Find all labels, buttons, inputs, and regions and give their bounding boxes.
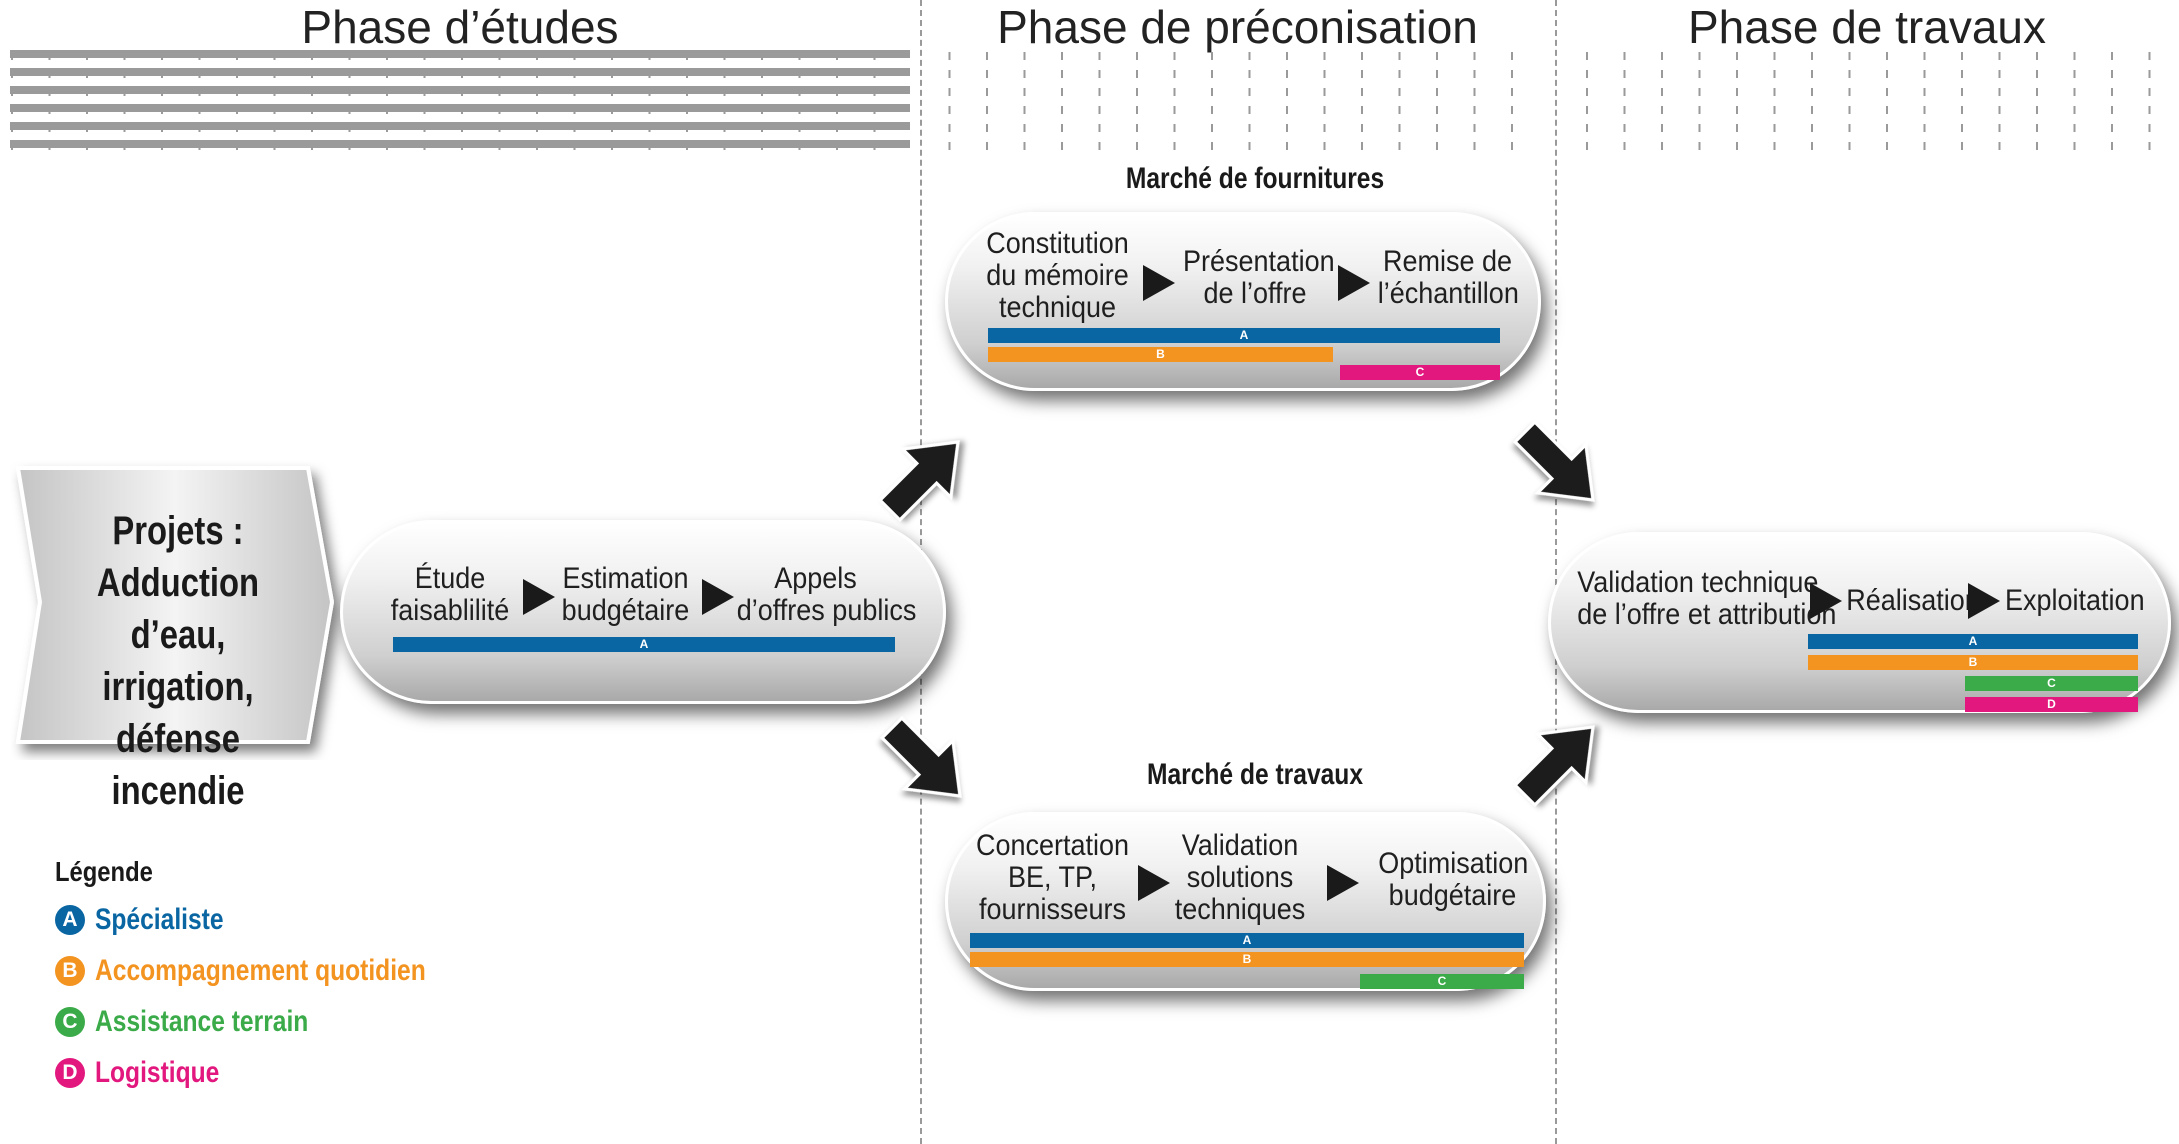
travaux-phase-bar-a: A — [1808, 634, 2138, 649]
travaux-phase-bar-d: D — [1965, 697, 2138, 712]
legend-label-c: Assistance terrain — [95, 1005, 309, 1038]
phase-title-preconisation: Phase de préconisation — [997, 1, 1478, 53]
travaux-phase-bar-c: C — [1965, 676, 2138, 691]
projets-line-4: incendie — [111, 769, 245, 813]
fournitures-arrow-1 — [1143, 265, 1175, 301]
legend-item-b: B Accompagnement quotidien — [55, 954, 498, 988]
legend-badge-d: D — [55, 1058, 85, 1088]
legend-item-a: A Spécialiste — [55, 903, 252, 937]
travaux-phase-step-3: Exploitation — [2005, 584, 2145, 617]
legend-label-d: Logistique — [95, 1056, 220, 1089]
legend-label-a: Spécialiste — [95, 903, 224, 936]
projets-label: Projets : Adduction d’eau, irrigation, d… — [55, 505, 301, 817]
travaux-phase-bar-b: B — [1808, 655, 2138, 670]
travaux-phase-arrow-1 — [1810, 583, 1842, 619]
travaux-phase-arrow-2 — [1968, 583, 2000, 619]
legend-badge-c: C — [55, 1007, 85, 1037]
fournitures-arrow-2 — [1338, 265, 1370, 301]
fournitures-bar-b: B — [988, 347, 1333, 362]
legend-item-c: C Assistance terrain — [55, 1005, 355, 1039]
travaux-market-bar-b: B — [970, 952, 1524, 967]
projets-line-2: Adduction d’eau, — [96, 561, 260, 657]
etudes-arrow-1 — [523, 579, 555, 615]
fournitures-bar-c: C — [1340, 365, 1500, 380]
travaux-market-title: Marché de travaux — [1146, 758, 1364, 791]
projets-box-shape — [15, 466, 335, 744]
etudes-pill — [340, 520, 946, 704]
travaux-market-bar-c: C — [1360, 974, 1524, 989]
legend-item-d: D Logistique — [55, 1056, 247, 1090]
phase-title-etudes: Phase d’études — [301, 1, 619, 53]
phase-divider-2 — [1555, 0, 1557, 1144]
projets-line-1: Projets : — [112, 509, 244, 553]
arrow-travaux-market-to-phase — [1501, 703, 1617, 819]
arrow-fournitures-to-travaux — [1501, 408, 1617, 524]
legend-badge-a: A — [55, 905, 85, 935]
arrow-etudes-to-travaux — [868, 704, 984, 820]
projets-line-3: irrigation, défense — [102, 665, 254, 761]
tick-marks — [11, 52, 2151, 150]
travaux-market-arrow-1 — [1138, 865, 1170, 901]
travaux-phase-step-2: Réalisation — [1846, 584, 1980, 617]
legend-label-b: Accompagnement quotidien — [95, 954, 426, 987]
etudes-bar-a: A — [393, 637, 895, 652]
fournitures-title: Marché de fournitures — [1125, 162, 1385, 195]
phase-title-travaux: Phase de travaux — [1687, 1, 2046, 53]
legend-badge-b: B — [55, 956, 85, 986]
travaux-market-bar-a: A — [970, 933, 1524, 948]
travaux-market-arrow-2 — [1327, 865, 1359, 901]
legend-title: Légende — [55, 856, 153, 887]
fournitures-bar-a: A — [988, 328, 1500, 343]
arrow-etudes-to-fournitures — [866, 418, 982, 534]
tick-row-etudes — [10, 50, 910, 150]
etudes-arrow-2 — [702, 579, 734, 615]
